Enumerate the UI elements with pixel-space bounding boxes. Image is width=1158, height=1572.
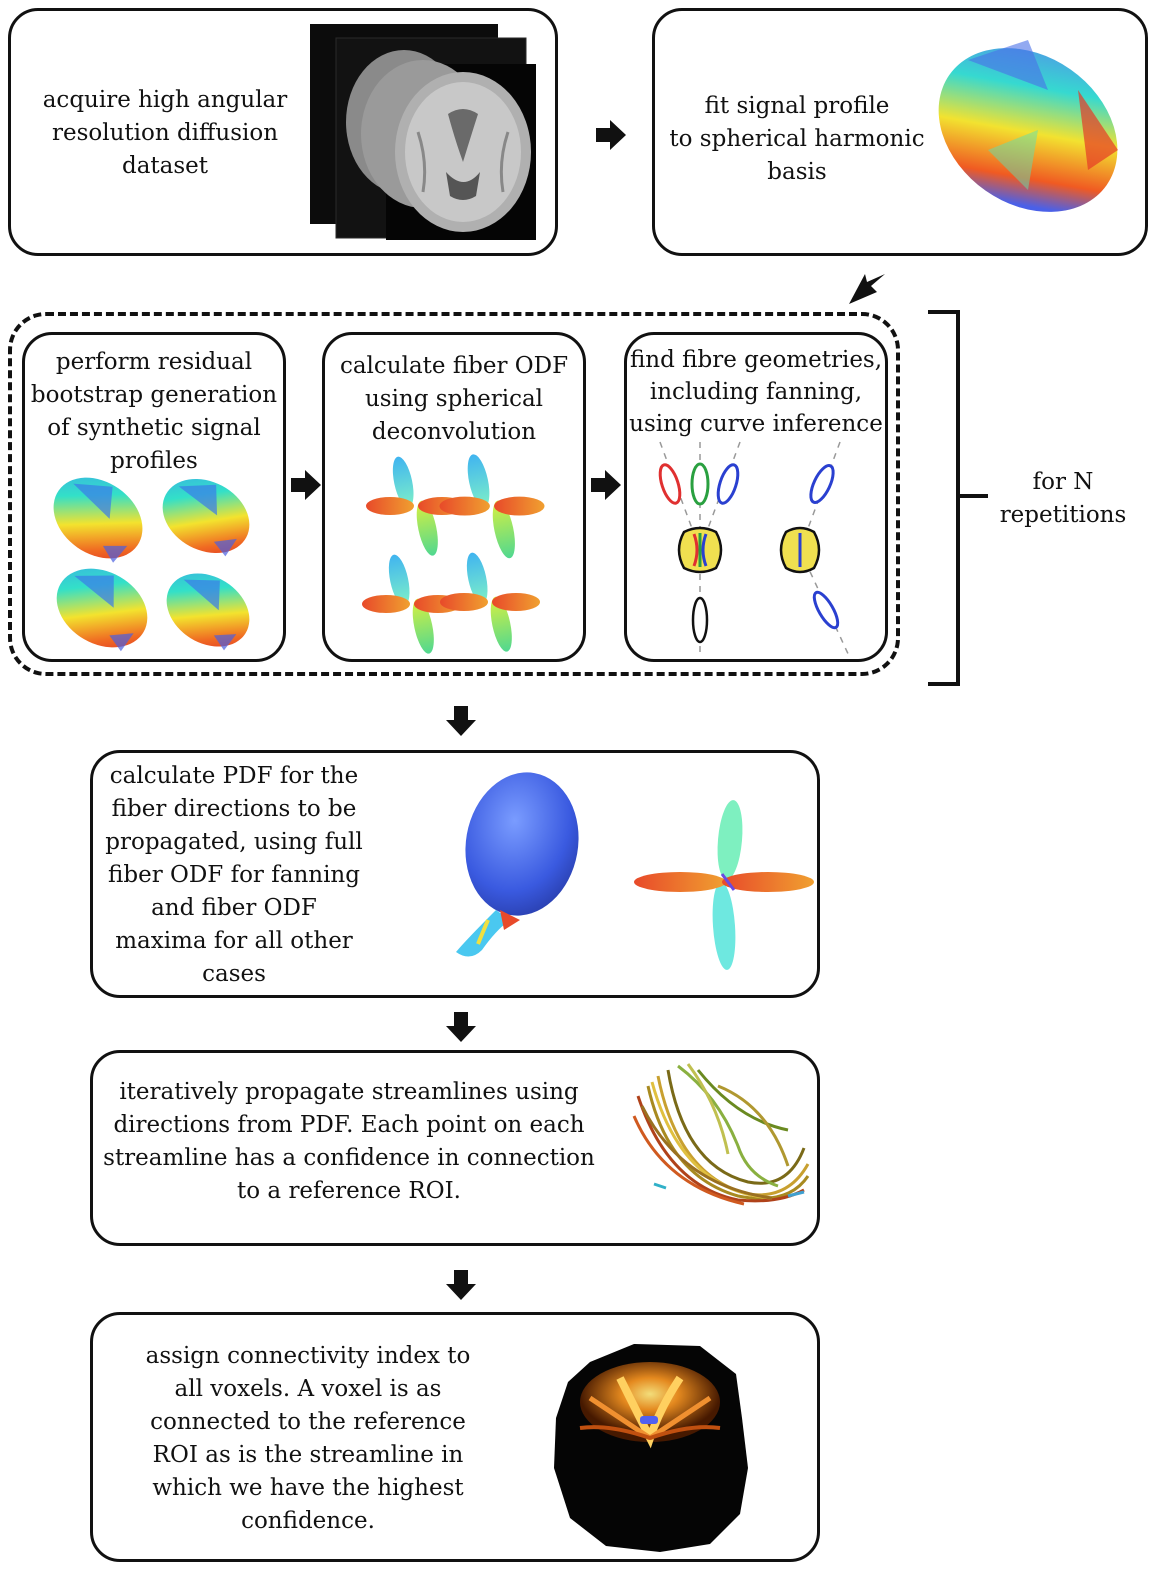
repetition-loop-frame (8, 312, 900, 676)
brain-mri-slices-icon (310, 24, 536, 240)
text-line: using spherical (364, 386, 544, 412)
text-line: iteratively propagate streamlines using (119, 1079, 579, 1105)
text-line: calculate PDF for the (109, 763, 359, 789)
text-line: including fanning, (649, 379, 863, 405)
step-pdf-text: calculate PDF for the fiber directions to… (100, 760, 368, 991)
text-line: fit signal profile (704, 93, 890, 119)
streamline-bundle-icon (632, 1063, 810, 1206)
text-line: of synthetic signal (47, 415, 261, 441)
step-bootstrap-text: perform residual bootstrap generation of s… (24, 346, 284, 478)
signal-profile-glyph-icon (38, 460, 264, 664)
text-line: fiber directions to be (111, 796, 357, 822)
text-line: profiles (110, 448, 198, 474)
step-assign-text: assign connectivity index to all voxels. … (130, 1340, 486, 1538)
repetition-bracket (928, 310, 988, 686)
arrow-pdf-to-propagate (444, 1010, 478, 1044)
text-line: assign connectivity index to (145, 1343, 471, 1369)
text-line: resolution diffusion (51, 120, 279, 146)
fiber-odf-glyph-icon (362, 452, 545, 656)
pdf-blob-glyph-icon (456, 772, 579, 957)
text-line: deconvolution (371, 419, 537, 445)
text-line: find fibre geometries, (629, 347, 883, 373)
arrow-loop-to-pdf (444, 704, 478, 738)
text-line: and fiber ODF (151, 895, 317, 921)
step-odf-text: calculate fiber ODF using spherical deconv… (324, 350, 584, 449)
arrow-bootstrap-to-odf (289, 468, 323, 502)
arrow-odf-to-geometry (589, 468, 623, 502)
arrow-fit-to-loop (849, 274, 885, 304)
text-line: maxima for all other (115, 928, 353, 954)
text-line: connected to the reference (150, 1409, 466, 1435)
curve-inference-ellipse-icon (658, 441, 851, 659)
text-line: to a reference ROI. (237, 1178, 461, 1204)
step-acquire-text: acquire high angular resolution diffusion… (30, 84, 300, 183)
text-line: calculate fiber ODF (339, 353, 569, 379)
step-propagate-text: iteratively propagate streamlines using d… (100, 1076, 598, 1208)
signal-profile-glyph-icon (938, 40, 1118, 212)
text-line: to spherical harmonic (669, 126, 925, 152)
text-line: ROI as is the streamline in (152, 1442, 464, 1468)
arrow-propagate-to-assign (444, 1268, 478, 1302)
text-line: confidence. (241, 1508, 375, 1534)
text-line: using curve inference (629, 411, 883, 437)
step-fit-text: fit signal profile to spherical harmonic b… (668, 90, 926, 189)
step-geometry-text: find fibre geometries, including fanning,… (626, 344, 886, 440)
connectivity-map-icon (554, 1344, 748, 1552)
text-line: propagated, using full (105, 829, 363, 855)
text-line: perform residual (55, 349, 253, 375)
text-line: streamline has a confidence in connectio… (103, 1145, 595, 1171)
text-line: bootstrap generation (30, 382, 278, 408)
text-line: acquire high angular (42, 87, 288, 113)
arrow-acquire-to-fit (594, 118, 628, 152)
text-line: cases (202, 961, 266, 987)
text-line: fiber ODF for fanning (108, 862, 360, 888)
text-line: for N (1032, 469, 1094, 495)
text-line: dataset (121, 153, 209, 179)
fiber-odf-glyph-icon (634, 800, 814, 970)
text-line: which we have the highest (152, 1475, 464, 1501)
text-line: directions from PDF. Each point on each (113, 1112, 585, 1138)
text-line: repetitions (999, 502, 1127, 528)
text-line: basis (767, 159, 827, 185)
loop-repetitions-label: for N repetitions (990, 466, 1136, 532)
text-line: all voxels. A voxel is as (174, 1376, 442, 1402)
